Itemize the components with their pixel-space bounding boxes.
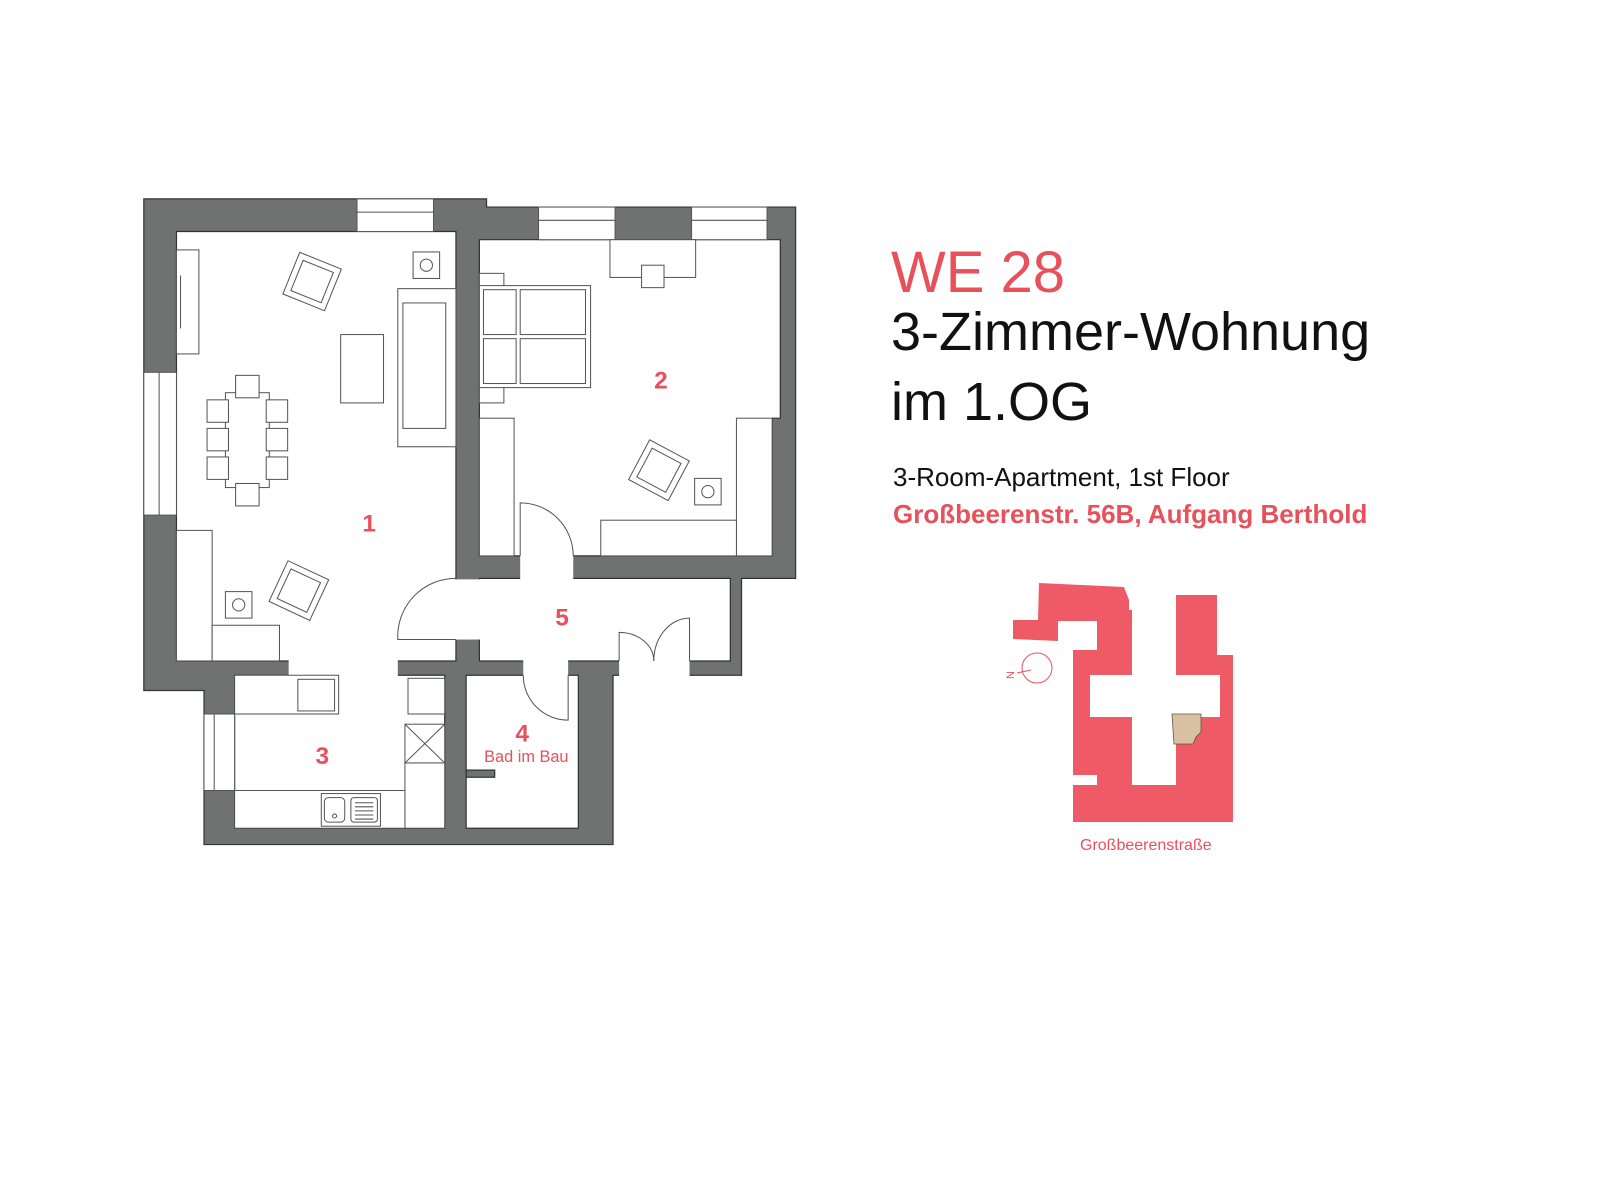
windows bbox=[143, 198, 768, 792]
living-room-furniture bbox=[175, 249, 457, 662]
address: Großbeerenstr. 56B, Aufgang Berthold bbox=[893, 499, 1368, 529]
unit-number: WE 28 bbox=[891, 240, 1066, 305]
kitchen-furniture bbox=[234, 674, 446, 829]
title-line-1: 3-Zimmer-Wohnung bbox=[891, 302, 1371, 362]
courtyard bbox=[1090, 675, 1220, 717]
room-label-4: 4 bbox=[515, 721, 529, 748]
subtitle-english: 3-Room-Apartment, 1st Floor bbox=[893, 462, 1230, 492]
room-note-4: Bad im Bau bbox=[484, 748, 568, 766]
room-5-area bbox=[478, 577, 731, 662]
room-label-3: 3 bbox=[316, 743, 330, 770]
compass-icon: N bbox=[1005, 652, 1053, 684]
title-line-2: im 1.OG bbox=[891, 372, 1093, 432]
room-label-5: 5 bbox=[555, 604, 569, 631]
room-label-1: 1 bbox=[362, 510, 376, 537]
floor-plan: 1 2 3 4 Bad im Bau 5 bbox=[143, 198, 797, 846]
street-label: Großbeerenstraße bbox=[1080, 837, 1212, 854]
site-plan: N bbox=[1005, 583, 1233, 822]
compass-label: N bbox=[1005, 671, 1017, 679]
building-north-wing bbox=[1013, 583, 1129, 641]
room-label-2: 2 bbox=[654, 368, 668, 395]
highlighted-unit bbox=[1171, 713, 1202, 745]
bath-wall-stub bbox=[465, 769, 496, 778]
doors bbox=[397, 502, 691, 721]
bedroom-furniture bbox=[478, 239, 773, 557]
